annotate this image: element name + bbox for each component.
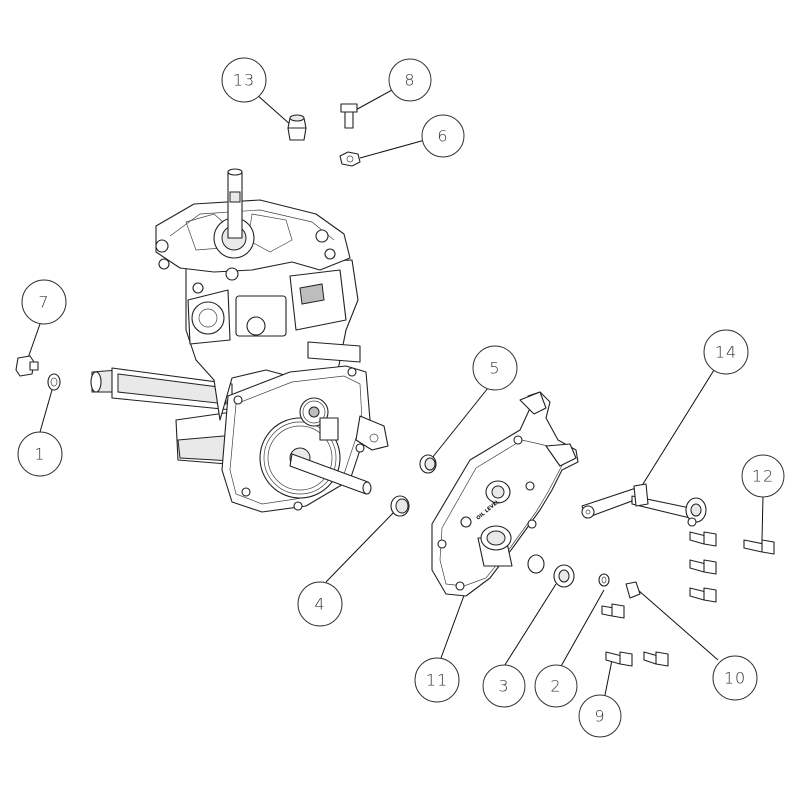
callout-12-label: 12: [752, 467, 774, 486]
callout-5-label: 5: [489, 359, 500, 378]
callout-4: 4: [297, 581, 343, 627]
part-5-bushing: [419, 454, 437, 474]
callout-5: 5: [472, 345, 518, 391]
callout-7-label: 7: [38, 293, 49, 312]
callout-8-label: 8: [404, 71, 415, 90]
part-2-washer: [598, 573, 610, 587]
leader-lines: [27, 89, 764, 701]
part-7-cap: [15, 355, 39, 377]
part-1-washer: [47, 373, 61, 391]
callout-3-label: 3: [498, 677, 509, 696]
part-10-bolts: [601, 531, 717, 619]
part-6-nut: [339, 151, 361, 167]
part-8-bolt: [340, 103, 358, 129]
callout-1: 1: [17, 431, 63, 477]
callout-6-label: 6: [437, 127, 448, 146]
callout-4-label: 4: [314, 595, 325, 614]
part-9-bolts: [605, 651, 669, 667]
callout-7: 7: [21, 279, 67, 325]
transmission-housing: [90, 168, 389, 513]
callout-11: 11: [414, 657, 460, 703]
callout-14: 14: [703, 329, 749, 375]
callout-2: 2: [534, 664, 578, 708]
callout-10: 10: [712, 655, 758, 701]
part-14-lever: [581, 483, 707, 527]
callout-14-label: 14: [715, 343, 737, 362]
callout-2-label: 2: [550, 677, 561, 696]
callout-12: 12: [741, 454, 785, 498]
callout-3: 3: [482, 664, 526, 708]
part-11-cover: OIL LEVEL: [431, 391, 579, 597]
callout-13-label: 13: [233, 71, 255, 90]
callout-9-label: 9: [594, 707, 605, 726]
callout-11-label: 11: [426, 671, 448, 690]
callout-1-label: 1: [34, 445, 45, 464]
part-13-breather: [287, 114, 307, 141]
callout-8: 8: [388, 58, 432, 102]
callout-13: 13: [221, 57, 267, 103]
callout-10-label: 10: [724, 669, 746, 688]
callout-9: 9: [578, 694, 622, 738]
part-3-seal: [527, 554, 575, 588]
part-4-bushing: [390, 495, 410, 517]
callout-6: 6: [421, 114, 465, 158]
part-12-bolt: [743, 539, 775, 555]
